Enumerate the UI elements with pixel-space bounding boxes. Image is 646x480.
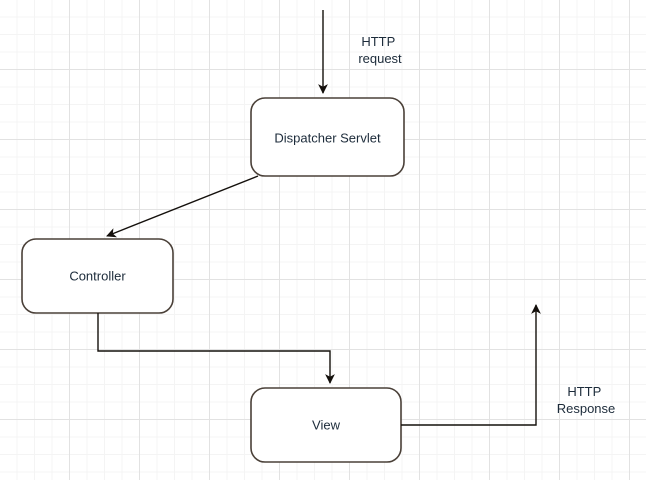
http-request-label-line2: request [358, 51, 402, 66]
dispatcher-servlet-label: Dispatcher Servlet [274, 130, 381, 145]
controller-label: Controller [69, 268, 126, 283]
node-controller[interactable]: Controller [21, 238, 174, 314]
http-response-label-line1: HTTP [567, 384, 601, 399]
http-request-edge: HTTP request [318, 10, 402, 94]
node-view[interactable]: View [250, 387, 402, 463]
http-request-label-line1: HTTP [361, 34, 395, 49]
node-dispatcher-servlet[interactable]: Dispatcher Servlet [250, 97, 405, 177]
view-label: View [312, 417, 341, 432]
http-response-edge: HTTP Response [401, 304, 616, 426]
dispatcher-to-controller-edge [106, 175, 259, 238]
http-response-arrow-line [401, 304, 541, 426]
controller-to-view-edge [97, 313, 335, 384]
dispatcher-servlet-box[interactable] [250, 97, 405, 177]
http-request-label: HTTP request [358, 34, 402, 66]
dispatcher-to-controller-arrow-line [106, 175, 259, 238]
http-response-label: HTTP Response [557, 384, 616, 416]
http-response-label-line2: Response [557, 401, 616, 416]
controller-to-view-arrow-line [97, 313, 335, 384]
